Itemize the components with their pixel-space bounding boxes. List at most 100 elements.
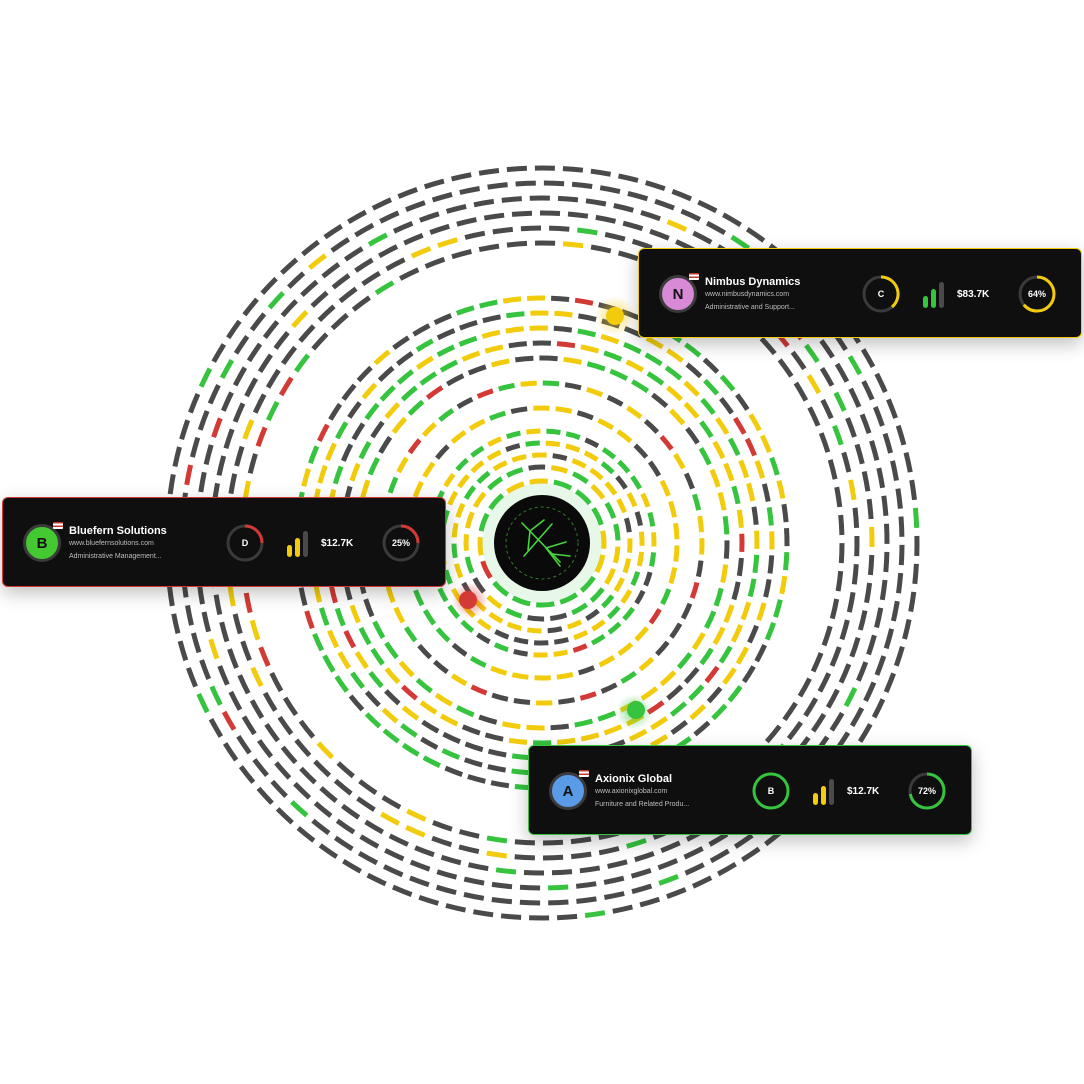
company-card-axionix[interactable]: A Axionix Global www.axionixglobal.com F… xyxy=(528,745,972,835)
ring-segment xyxy=(572,643,588,653)
ring-segment xyxy=(700,397,716,416)
ring-segment xyxy=(333,835,354,852)
company-url[interactable]: www.axionixglobal.com xyxy=(595,788,668,795)
ring-segment xyxy=(570,851,592,860)
network-tree-icon xyxy=(521,519,571,567)
ring-segment xyxy=(784,527,790,547)
ring-segment xyxy=(666,385,683,402)
ring-segment xyxy=(361,270,381,287)
ring-segment xyxy=(435,884,457,896)
ring-segment xyxy=(691,632,706,651)
ring-segment xyxy=(421,422,437,437)
ring-segment xyxy=(527,615,545,622)
ring-segment xyxy=(445,903,467,913)
ring-segment xyxy=(317,423,330,442)
ring-segment xyxy=(478,714,498,725)
ring-segment xyxy=(463,876,485,886)
ring-segment xyxy=(501,196,522,203)
ring-segment xyxy=(491,692,509,702)
company-description: Administrative Management... xyxy=(69,553,162,560)
ring-segment xyxy=(310,290,329,308)
ring-segment xyxy=(422,461,436,478)
ring-segment xyxy=(558,697,576,705)
ring-segment xyxy=(683,667,700,684)
ring-segment xyxy=(706,686,723,704)
ring-segment xyxy=(874,372,888,394)
revenue-amount: $83.7K xyxy=(957,289,990,300)
ring-segment xyxy=(450,172,472,182)
ring-segment xyxy=(603,875,625,885)
ring-segment xyxy=(597,710,617,722)
ring-segment xyxy=(804,343,820,363)
ring-segment xyxy=(717,491,727,511)
ring-segment xyxy=(451,248,472,260)
ring-segment xyxy=(576,410,594,421)
company-url[interactable]: www.nimbusdynamics.com xyxy=(705,291,790,298)
ring-segment xyxy=(343,246,364,262)
ring-segment xyxy=(845,417,857,438)
ring-segment xyxy=(759,434,772,454)
ring-segment xyxy=(579,575,596,593)
ring-segment xyxy=(631,883,653,895)
ring-segment xyxy=(636,551,645,567)
ring-segment xyxy=(883,551,890,573)
ring-segment xyxy=(232,613,243,635)
ring-segment xyxy=(480,560,493,580)
ring-segment xyxy=(419,371,438,386)
ring-segment xyxy=(818,432,831,453)
ring-segment xyxy=(597,418,615,431)
ring-segment xyxy=(335,421,349,440)
company-card-bluefern[interactable]: B Bluefern Solutions www.bluefernsolutio… xyxy=(2,497,446,587)
ring-segment xyxy=(660,588,672,606)
ring-segment xyxy=(495,867,517,875)
company-url[interactable]: www.bluefernsolutions.com xyxy=(69,540,154,547)
ring-segment xyxy=(400,723,418,738)
ring-segment xyxy=(313,801,333,818)
ring-segment xyxy=(438,408,455,422)
ring-segment xyxy=(874,607,884,629)
ring-segment xyxy=(777,358,794,378)
ring-segment xyxy=(803,697,819,718)
ring-segment xyxy=(617,642,634,657)
ring-segment xyxy=(736,557,744,577)
ring-segment xyxy=(467,862,489,872)
ring-segment xyxy=(584,437,600,449)
ring-segment xyxy=(861,470,871,492)
ring-segment xyxy=(476,632,491,645)
ring-segment xyxy=(414,845,435,858)
ring-segment xyxy=(752,554,760,574)
ring-segment xyxy=(598,846,620,856)
ring-segment xyxy=(226,319,242,340)
ring-segment xyxy=(275,807,294,825)
ring-segment xyxy=(412,323,431,337)
ring-segment xyxy=(625,359,645,373)
ring-segment xyxy=(429,223,450,235)
ring-segment xyxy=(421,719,440,734)
ring-segment xyxy=(671,189,692,202)
ring-segment xyxy=(616,429,633,444)
ring-segment xyxy=(744,437,757,457)
ring-segment xyxy=(511,672,529,680)
ring-segment xyxy=(240,640,252,662)
ring-segment xyxy=(902,618,912,640)
ring-segment xyxy=(590,484,606,500)
ring-segment xyxy=(392,335,410,350)
ring-segment xyxy=(382,728,400,744)
ring-segment xyxy=(332,465,344,485)
progress-label: 64% xyxy=(1027,289,1046,299)
ring-segment xyxy=(490,358,510,368)
ring-segment xyxy=(542,839,564,846)
ring-segment xyxy=(312,632,325,652)
ring-segment xyxy=(472,909,494,918)
company-card-nimbus[interactable]: N Nimbus Dynamics www.nimbusdynamics.com… xyxy=(638,248,1082,338)
ring-segment xyxy=(626,492,638,508)
ring-segment xyxy=(317,464,328,484)
company-name: Axionix Global xyxy=(595,773,673,785)
ring-segment xyxy=(318,607,330,626)
ring-segment xyxy=(468,418,486,431)
ring-segment xyxy=(903,451,913,473)
ring-segment xyxy=(396,369,415,385)
ring-segment xyxy=(556,671,574,680)
ring-segment xyxy=(457,474,470,489)
ring-segment xyxy=(445,203,467,214)
